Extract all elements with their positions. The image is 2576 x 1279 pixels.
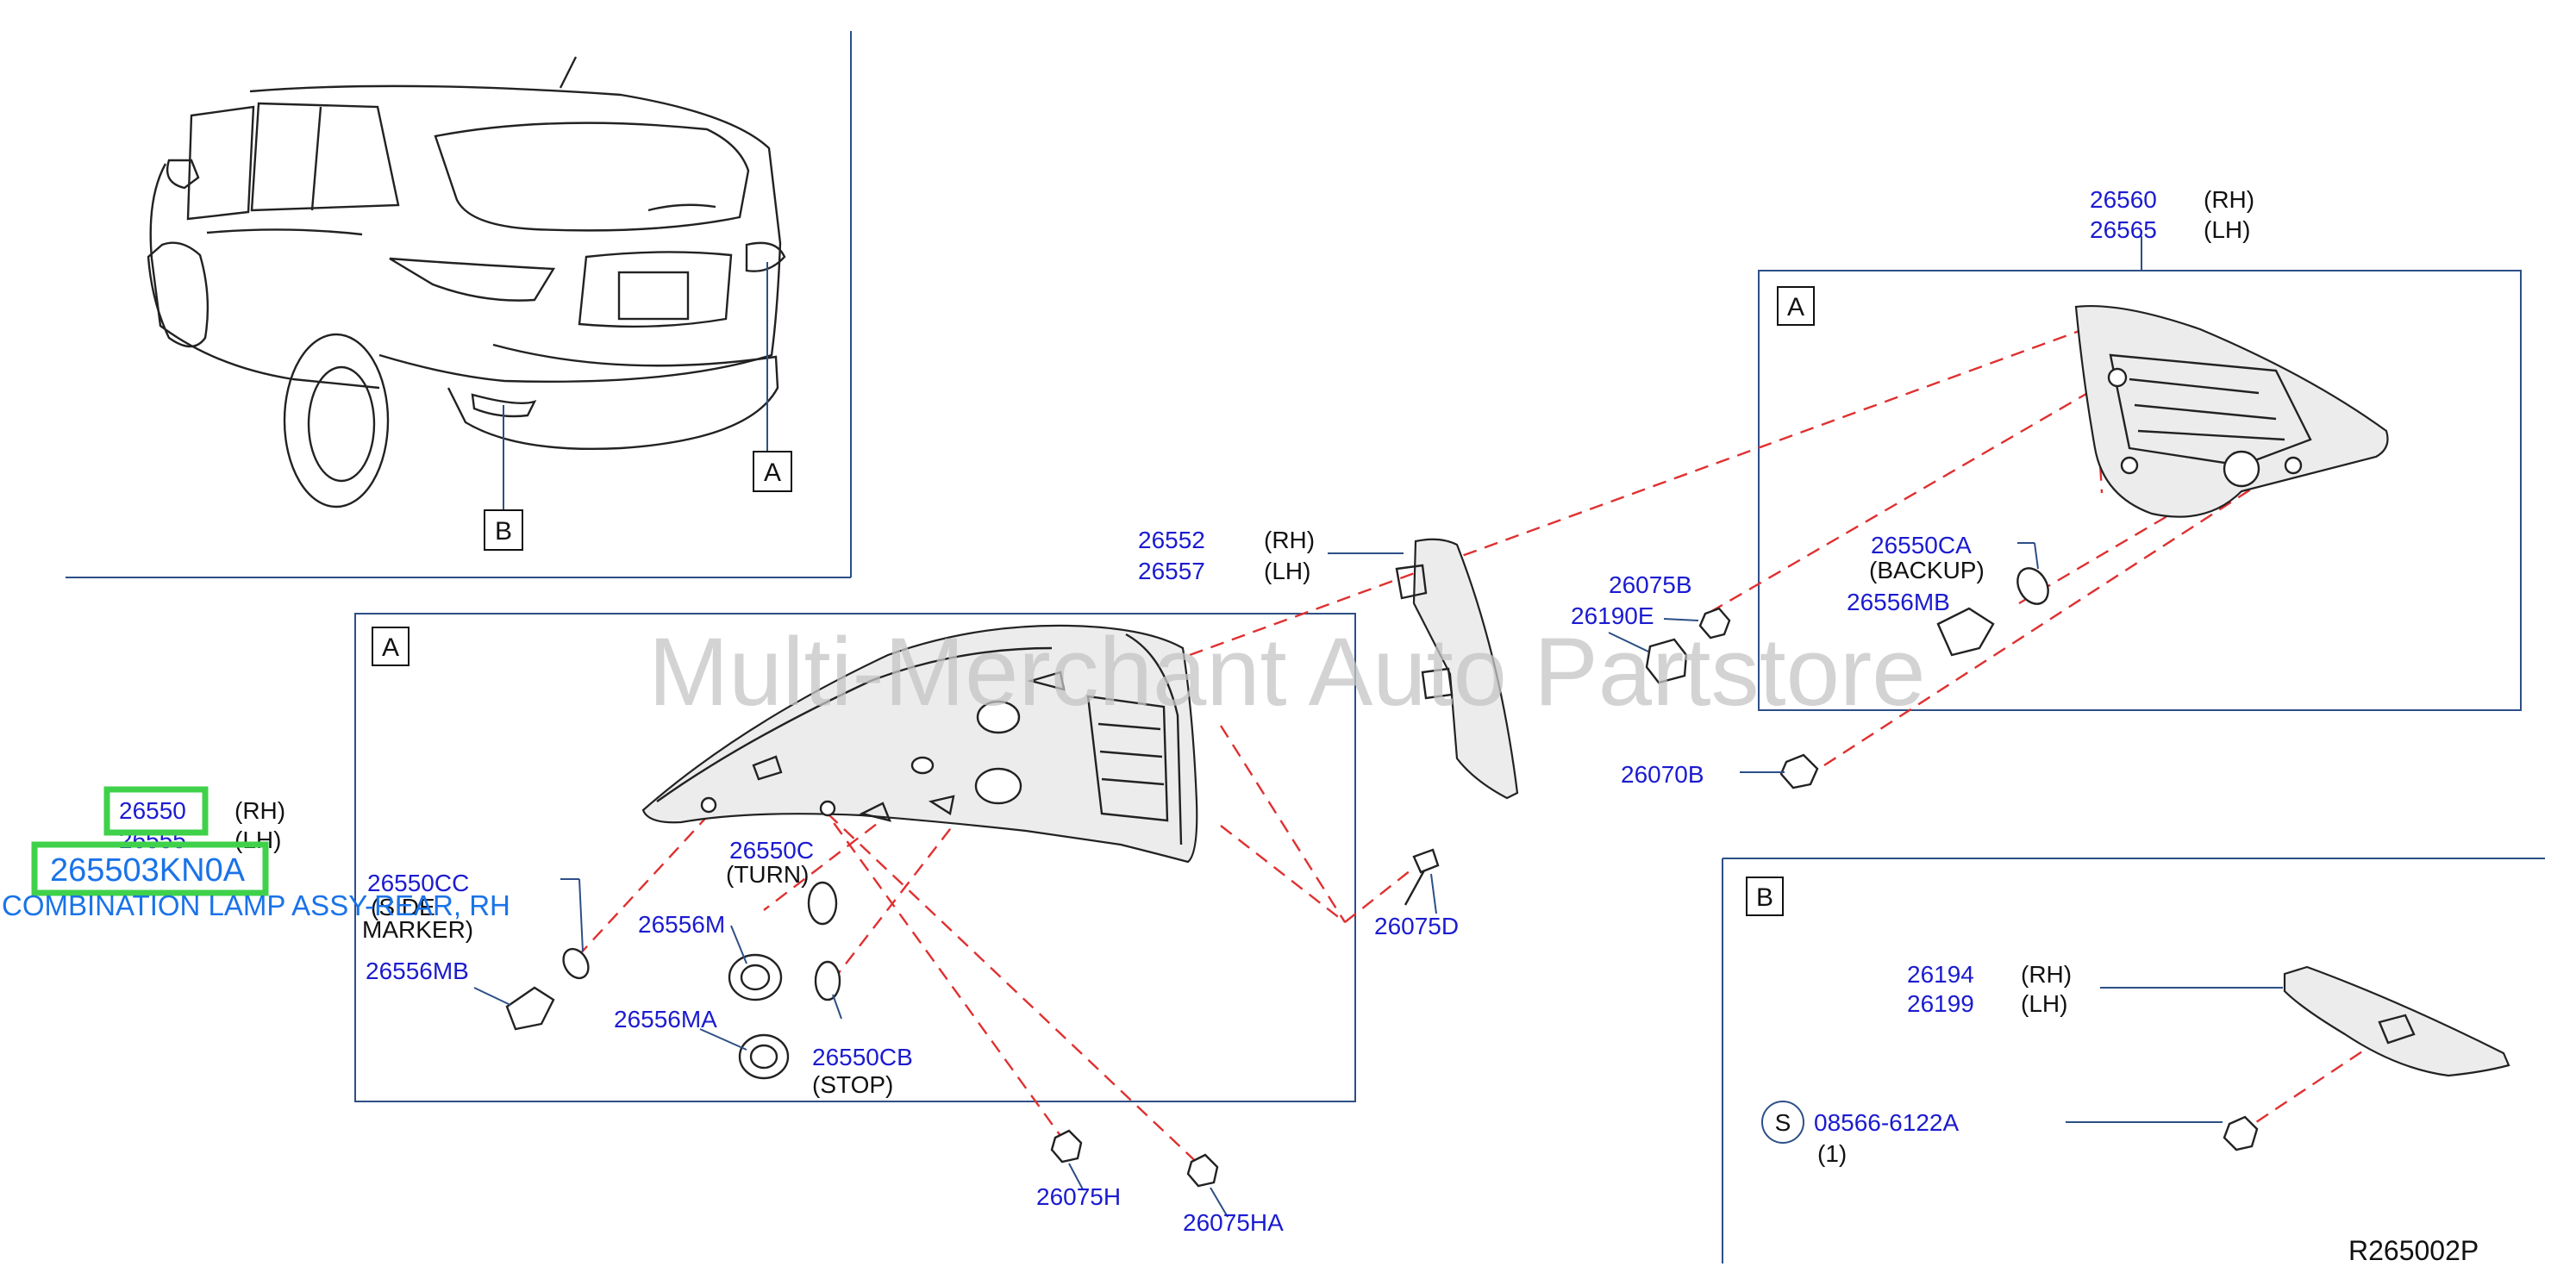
- vehicle-callout-a-label: A: [764, 459, 781, 487]
- pn-26565-side: (LH): [2204, 216, 2250, 243]
- pn-26550CA: 26550CA: [1871, 532, 1972, 558]
- pn-26550CA-note: (BACKUP): [1869, 557, 1985, 583]
- pn-26075B: 26075B: [1609, 571, 1692, 598]
- highlight-description: COMBINATION LAMP ASSY-REAR, RH: [2, 889, 510, 921]
- pn-26552: 26552: [1138, 527, 1205, 553]
- pn-26550CB-note: (STOP): [812, 1071, 893, 1098]
- pn-26194-side: (RH): [2021, 961, 2072, 988]
- s-symbol: S: [1775, 1109, 1791, 1136]
- highlight-frame-partnumber: [31, 841, 269, 896]
- vehicle-overview-panel: [66, 31, 852, 578]
- pn-26190E: 26190E: [1571, 602, 1654, 629]
- pn-26075D: 26075D: [1374, 913, 1459, 939]
- pn-26550CC-note1: (SIDE: [371, 894, 435, 920]
- pn-26552-side: (RH): [1264, 527, 1315, 553]
- pn-26550-side: (RH): [234, 797, 285, 824]
- pn-26556MB-upper: 26556MB: [1847, 589, 1950, 615]
- vehicle-callout-b: B: [484, 509, 523, 551]
- pn-26075H: 26075H: [1036, 1183, 1121, 1210]
- highlighted-part[interactable]: 26550 (RH) 265503KN0A COMBINATION LAMP A…: [2, 786, 510, 921]
- vehicle-callout-a: A: [753, 451, 792, 492]
- inner-lamp-box: A: [1758, 236, 2522, 711]
- pn-26194: 26194: [1907, 961, 1974, 988]
- section-a-inner-tag: A: [1787, 293, 1804, 321]
- pn-26556MA: 26556MA: [614, 1006, 717, 1033]
- pn-26550: 26550: [119, 797, 186, 824]
- pn-26556M: 26556M: [638, 911, 725, 938]
- pn-26550CB: 26550CB: [812, 1044, 913, 1070]
- section-a-box: A: [354, 613, 1356, 1102]
- license-lamp: [2223, 965, 2510, 1151]
- section-b-tag: B: [1756, 883, 1773, 912]
- pn-26550C-note: (TURN): [726, 861, 809, 888]
- diagram-reference-code: R265002P: [2348, 1235, 2479, 1266]
- assembly-lines: [575, 309, 2389, 1171]
- pn-26557: 26557: [1138, 558, 1205, 584]
- watermark: Multi-Merchant Auto Partstore: [648, 618, 1925, 726]
- section-b-box: B: [1722, 858, 2545, 1263]
- pn-26557-side: (LH): [1264, 558, 1310, 584]
- small-fasteners: [505, 567, 2049, 1188]
- pn-26556MB-lower: 26556MB: [366, 958, 469, 984]
- pn-08566-6122A: 08566-6122A: [1814, 1109, 1959, 1136]
- pn-08566-qty: (1): [1817, 1140, 1847, 1167]
- part-labels: 26560 (RH) 26565 (LH) 26552 (RH) 26557 (…: [119, 186, 2254, 1236]
- section-a-main-tag: A: [382, 633, 399, 662]
- pn-26550C: 26550C: [729, 837, 814, 864]
- highlight-part-number: 265503KN0A: [50, 852, 246, 889]
- pn-26565: 26565: [2090, 216, 2157, 243]
- pn-26070B: 26070B: [1621, 761, 1704, 788]
- pn-26550CC-note2: MARKER): [362, 916, 473, 943]
- leader-lines: [473, 542, 2283, 1218]
- highlight-frame-26550: [103, 786, 209, 836]
- lamp-finisher-bracket: [1395, 538, 1519, 800]
- pn-26550CC: 26550CC: [367, 870, 469, 896]
- pn-26560: 26560: [2090, 186, 2157, 213]
- pn-26199: 26199: [1907, 990, 1974, 1017]
- pn-26075HA: 26075HA: [1183, 1209, 1284, 1236]
- vehicle-illustration: [147, 56, 786, 510]
- inner-combination-lamp: [2074, 304, 2389, 518]
- pn-26199-side: (LH): [2021, 990, 2067, 1017]
- combination-lamp-assembly: [641, 624, 1198, 864]
- pn-26560-side: (RH): [2204, 186, 2254, 213]
- pn-26555-side: (LH): [234, 827, 281, 853]
- vehicle-callout-b-label: B: [495, 517, 512, 546]
